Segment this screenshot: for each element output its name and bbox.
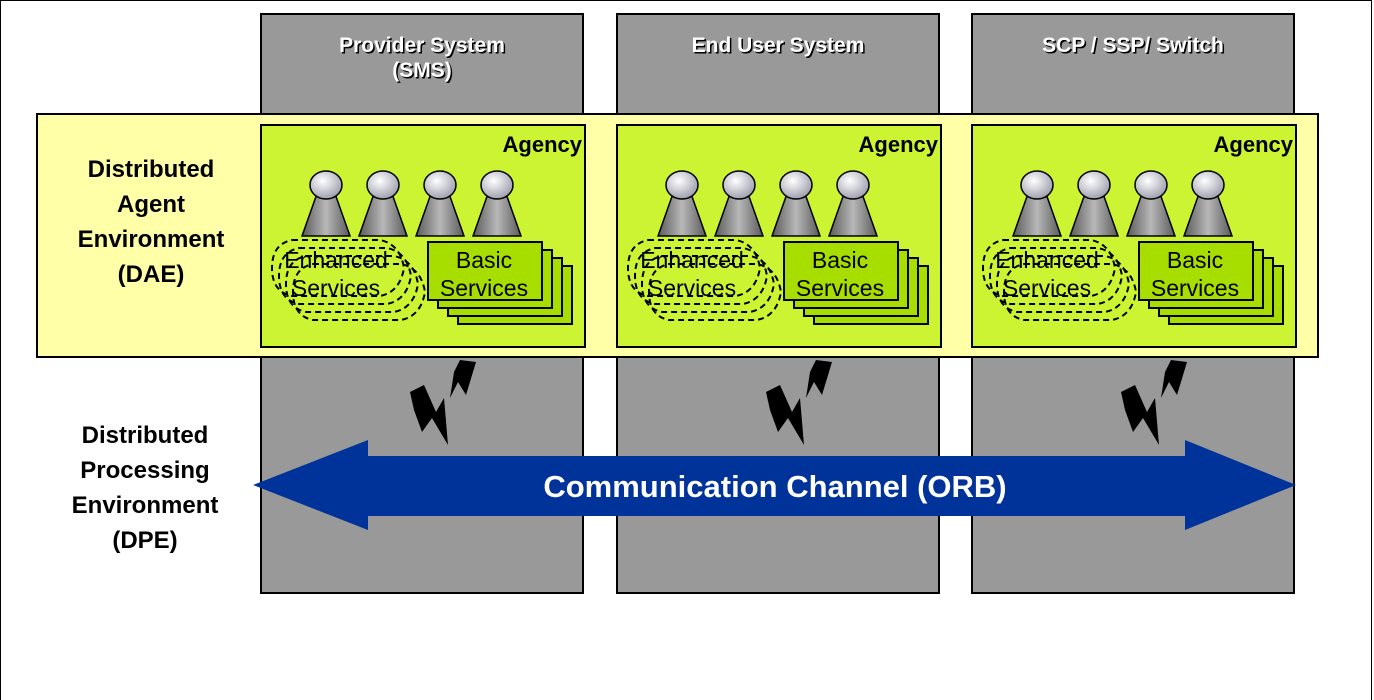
agency-label: Agency — [1213, 132, 1293, 157]
enhanced-services-label: Enhanced Services — [640, 247, 744, 301]
scp-ssp-switch-title: SCP / SSP/ Switch — [1042, 34, 1224, 57]
lightning-bolt-icon — [410, 360, 476, 445]
enhanced-services-label: Enhanced Services — [284, 247, 388, 301]
provider-system-title: Provider System (SMS) — [339, 34, 505, 82]
agent-icon — [300, 170, 352, 237]
agent-icon — [414, 170, 466, 237]
agent-icon — [656, 170, 708, 237]
agents-layer — [300, 170, 1234, 237]
agent-icon — [1125, 170, 1177, 237]
agent-icon — [1068, 170, 1120, 237]
enhanced-services-label: Enhanced Services — [995, 247, 1099, 301]
basic-services-label: Basic Services — [795, 247, 885, 301]
lightning-bolt-icon — [1121, 360, 1187, 445]
agent-icon — [827, 170, 879, 237]
agency-label: Agency — [858, 132, 938, 157]
basic-services-stack — [783, 241, 929, 325]
services-layer — [270, 239, 1284, 325]
agent-icon — [1011, 170, 1063, 237]
agent-icon — [471, 170, 523, 237]
basic-services-stack — [1138, 241, 1284, 325]
agency-label: Agency — [502, 132, 582, 157]
dpe-label: Distributed Processing Environment (DPE) — [71, 422, 219, 554]
agent-icon — [770, 170, 822, 237]
enhanced-services-shape — [270, 239, 427, 321]
agent-icon — [1182, 170, 1234, 237]
basic-services-label: Basic Services — [439, 247, 529, 301]
agent-icon — [713, 170, 765, 237]
basic-services-stack — [427, 241, 573, 325]
lightning-bolt-icon — [766, 360, 832, 445]
orb-channel-label: Communication Channel (ORB) — [543, 469, 1007, 504]
enhanced-services-shape — [981, 239, 1138, 321]
orb-channel-arrow — [253, 440, 1296, 530]
end-user-system-title: End User System — [691, 34, 865, 57]
dae-label: Distributed Agent Environment (DAE) — [77, 156, 225, 288]
basic-services-label: Basic Services — [1150, 247, 1240, 301]
agent-icon — [357, 170, 409, 237]
enhanced-services-shape — [626, 239, 783, 321]
lightning-layer — [410, 360, 1187, 445]
